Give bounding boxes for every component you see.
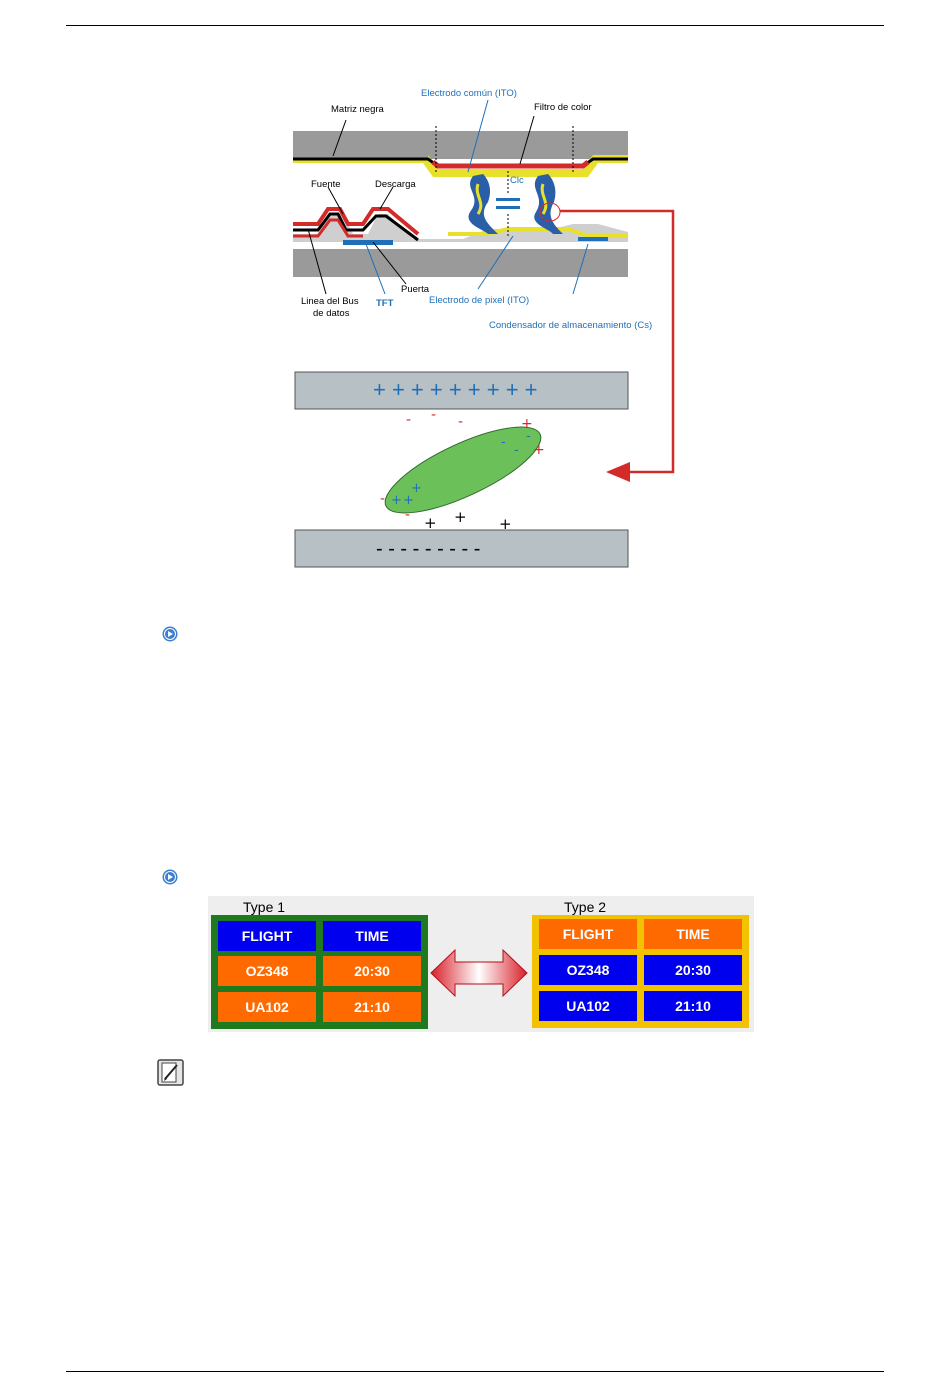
- label-linea-bus: Linea del Bus: [301, 296, 359, 307]
- svg-text:-: -: [501, 435, 506, 450]
- type1-board: FLIGHT TIME OZ348 20:30 UA102 21:10: [211, 915, 428, 1029]
- svg-text:-: -: [458, 414, 463, 430]
- type1-header-flight: FLIGHT: [218, 921, 316, 951]
- type2-row1-flight: OZ348: [539, 955, 637, 985]
- svg-text:-: -: [514, 443, 519, 458]
- info-bullet-icon: [162, 626, 178, 642]
- svg-text:-: -: [405, 507, 410, 523]
- label-tft: TFT: [376, 298, 394, 309]
- label-de-datos: de datos: [313, 308, 350, 319]
- label-condensador: Condensador de almacenamiento (Cs): [489, 320, 653, 331]
- label-filtro-color: Filtro de color: [534, 102, 592, 113]
- type2-row2-flight: UA102: [539, 991, 637, 1021]
- svg-text:+: +: [424, 514, 437, 532]
- type1-row1-time: 20:30: [323, 956, 421, 986]
- type1-row2-flight: UA102: [218, 992, 316, 1022]
- svg-text:+: +: [454, 508, 467, 526]
- tft-diagram: --- ++-- --- +++ +++ Matriz negra Electr…: [288, 84, 688, 574]
- svg-text:-: -: [406, 412, 411, 428]
- bottom-plate-signs: - - - - - - - - -: [376, 538, 481, 560]
- type2-board: FLIGHT TIME OZ348 20:30 UA102 21:10: [532, 915, 749, 1028]
- type1-label: Type 1: [243, 899, 286, 915]
- label-clc: Clc: [510, 175, 524, 186]
- label-electrodo-pixel: Electrodo de pixel (ITO): [429, 295, 530, 306]
- svg-text:+: +: [533, 442, 545, 458]
- type2-row2-time: 21:10: [644, 991, 742, 1021]
- label-puerta: Puerta: [401, 284, 429, 295]
- note-icon: [157, 1059, 184, 1086]
- type2-row1-time: 20:30: [644, 955, 742, 985]
- tft-diagram-graphic: --- ++-- --- +++ +++: [293, 99, 675, 568]
- type2-header-flight: FLIGHT: [539, 919, 637, 949]
- svg-text:-: -: [380, 491, 385, 507]
- svg-text:+: +: [521, 416, 533, 432]
- label-fuente: Fuente: [311, 179, 341, 190]
- svg-text:+: +: [391, 493, 402, 508]
- type2-label: Type 2: [564, 899, 607, 915]
- type1-row1-flight: OZ348: [218, 956, 316, 986]
- flight-board-figure: Type 1 Type 2 FLIGHT TIME OZ348 20:30 UA…: [208, 896, 754, 1032]
- svg-text:+: +: [499, 515, 512, 533]
- info-bullet-icon: [162, 869, 178, 885]
- svg-text:+: +: [411, 481, 422, 496]
- header-rule: [66, 25, 884, 26]
- svg-text:+: +: [403, 493, 414, 508]
- swap-arrow-icon: [429, 948, 529, 998]
- svg-text:-: -: [431, 407, 436, 423]
- footer-rule: [66, 1371, 884, 1372]
- top-plate-signs: + + + + + + + + +: [373, 377, 538, 402]
- type1-row2-time: 21:10: [323, 992, 421, 1022]
- label-matriz-negra: Matriz negra: [331, 104, 384, 115]
- label-electrodo-comun: Electrodo común (ITO): [421, 88, 517, 99]
- type2-header-time: TIME: [644, 919, 742, 949]
- type1-header-time: TIME: [323, 921, 421, 951]
- label-descarga: Descarga: [375, 179, 416, 190]
- svg-text:-: -: [526, 429, 531, 444]
